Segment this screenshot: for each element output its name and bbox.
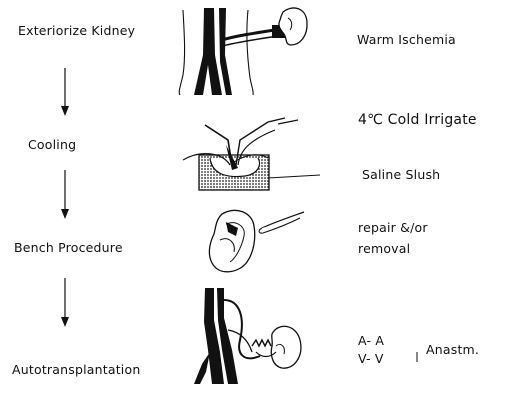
flow-arrow-3 — [61, 278, 69, 327]
kidney-transplant-icon — [194, 288, 301, 384]
kidney-cooling-icon — [183, 118, 320, 190]
kidney-exteriorize-icon — [179, 8, 307, 95]
kidney-bench-icon — [209, 210, 304, 271]
flow-arrow-1 — [61, 68, 69, 116]
flow-arrow-2 — [61, 170, 69, 219]
